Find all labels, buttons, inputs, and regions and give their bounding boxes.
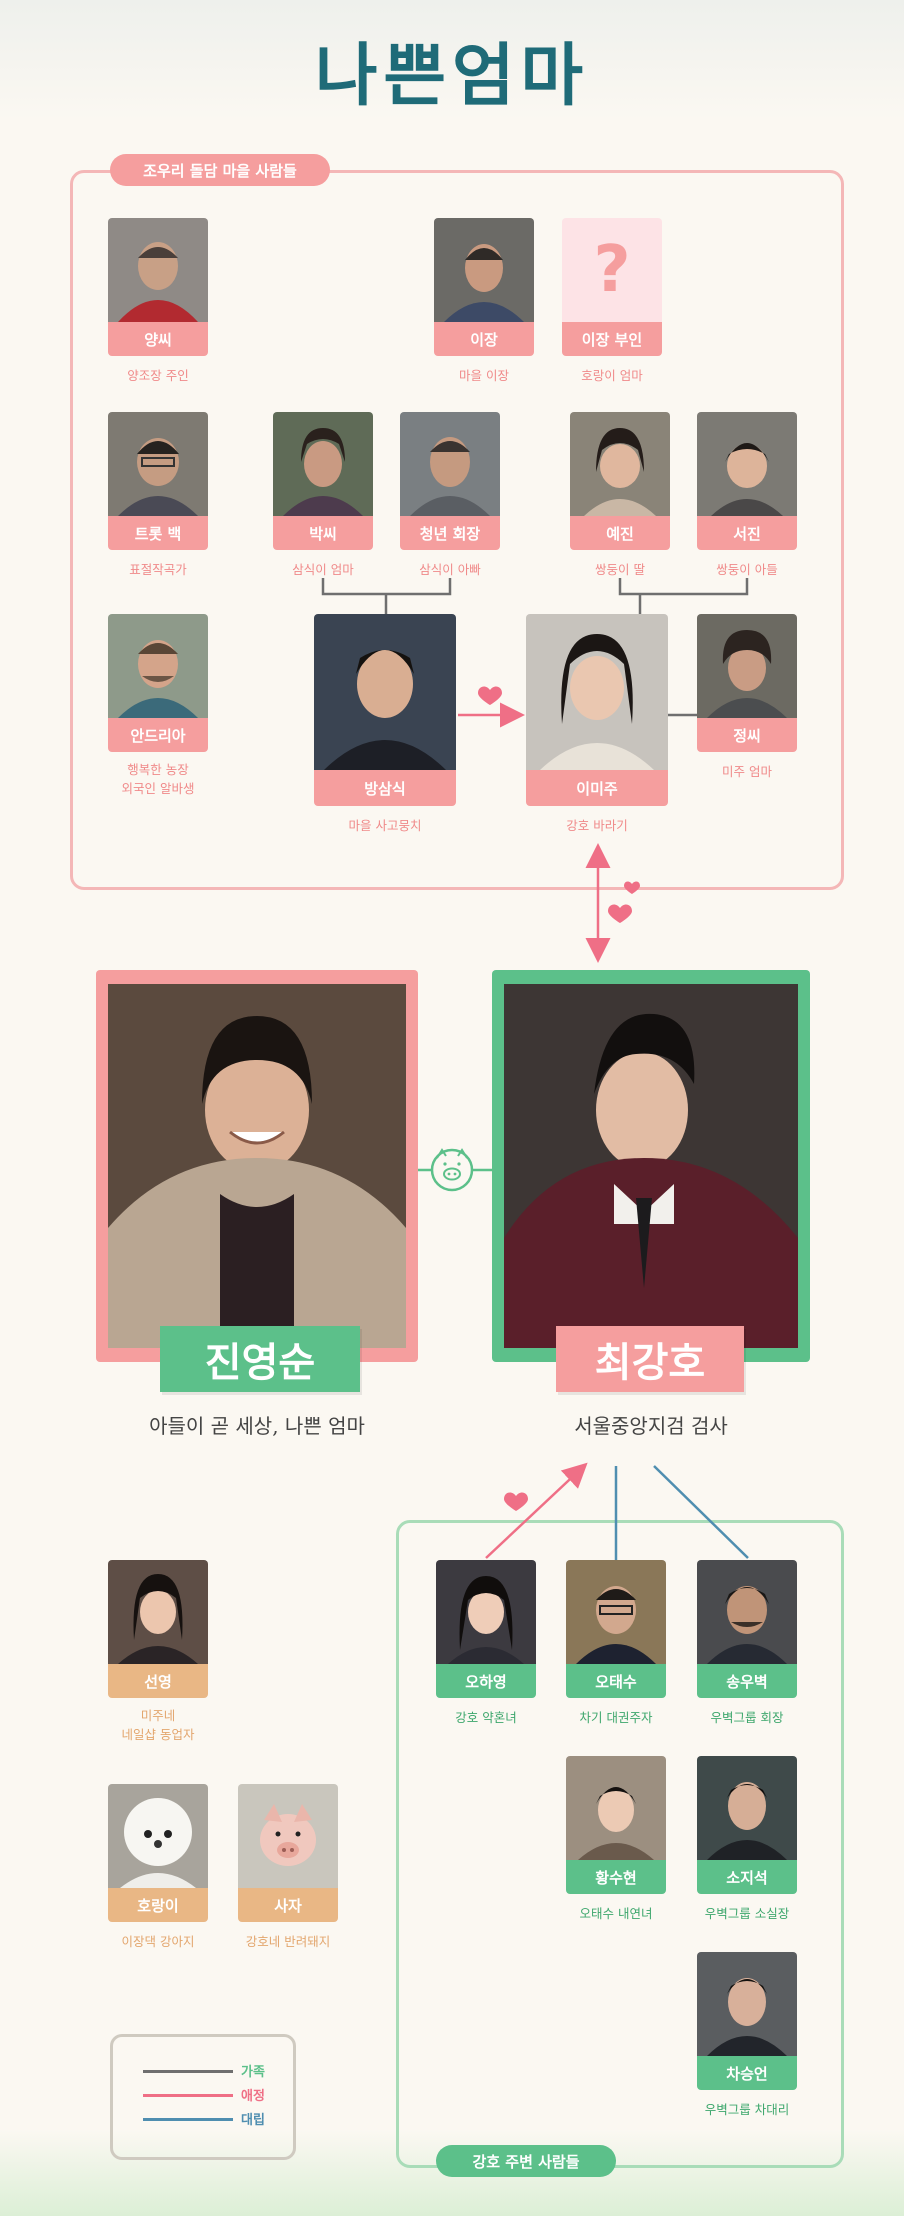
legend-family-line — [143, 2070, 233, 2073]
miju-desc: 강호 바라기 — [566, 818, 628, 833]
seojin-photo — [697, 412, 797, 516]
kangho-photo — [504, 984, 798, 1348]
ohhayoung-photo — [436, 1560, 536, 1664]
ijang-wife-name: 이장 부인 — [562, 322, 662, 356]
songwoobyeok-photo — [697, 1560, 797, 1664]
seonyoung-name: 선영 — [108, 1664, 208, 1698]
seojin-name: 서진 — [697, 516, 797, 550]
legend-conflict-line — [143, 2118, 233, 2121]
parkssi-desc: 삼식이 엄마 — [292, 562, 354, 577]
village-group-box — [70, 170, 844, 890]
legend-affection-label: 애정 — [241, 2089, 265, 2104]
horangi-photo — [108, 1784, 208, 1888]
yangssi-name: 양씨 — [108, 322, 208, 356]
andria-desc: 행복한 농장 외국인 알바생 — [121, 762, 195, 796]
ohtaesu-name: 오태수 — [566, 1664, 666, 1698]
trot-baek-desc: 표절작곡가 — [129, 562, 187, 577]
youngsoon-name: 진영순 — [160, 1326, 360, 1392]
ijang-wife-photo: ? — [562, 218, 662, 322]
saja-desc: 강호네 반려돼지 — [245, 1934, 331, 1949]
hwangsuhyun-name: 황수현 — [566, 1860, 666, 1894]
youth-chair-name: 청년 회장 — [400, 516, 500, 550]
yejin-name: 예진 — [570, 516, 670, 550]
legend-conflict: 대립 — [143, 2109, 273, 2129]
pig-icon — [430, 1148, 474, 1192]
trot-baek-name: 트롯 백 — [108, 516, 208, 550]
seonyoung-photo — [108, 1560, 208, 1664]
hwangsuhyun-desc: 오태수 내연녀 — [579, 1906, 653, 1921]
trot-baek-photo — [108, 412, 208, 516]
jeongssi-name: 정씨 — [697, 718, 797, 752]
kangho-desc: 서울중앙지검 검사 — [574, 1414, 728, 1438]
legend-affection-line — [143, 2094, 233, 2097]
ohhayoung-desc: 강호 약혼녀 — [455, 1710, 517, 1725]
village-group-label: 조우리 돌담 마을 사람들 — [110, 154, 330, 186]
seojin-desc: 쌍둥이 아들 — [716, 562, 778, 577]
saja-name: 사자 — [238, 1888, 338, 1922]
chaseungeon-photo — [697, 1952, 797, 2056]
yangssi-desc: 양조장 주인 — [127, 368, 189, 383]
yejin-photo — [570, 412, 670, 516]
yejin-desc: 쌍둥이 딸 — [595, 562, 645, 577]
songwoobyeok-name: 송우벽 — [697, 1664, 797, 1698]
youth-chair-desc: 삼식이 아빠 — [419, 562, 481, 577]
ohtaesu-desc: 차기 대권주자 — [579, 1710, 653, 1725]
saja-photo — [238, 1784, 338, 1888]
jeongssi-desc: 미주 엄마 — [722, 764, 772, 779]
parkssi-photo — [273, 412, 373, 516]
ijang-wife-desc: 호랑이 엄마 — [581, 368, 643, 383]
samsik-desc: 마을 사고뭉치 — [348, 818, 422, 833]
kangho-group-box — [396, 1520, 844, 2168]
youngsoon-photo — [108, 984, 406, 1348]
yangssi-photo — [108, 218, 208, 322]
andria-name: 안드리아 — [108, 718, 208, 752]
legend-affection: 애정 — [143, 2085, 273, 2105]
andria-photo — [108, 614, 208, 718]
parkssi-name: 박씨 — [273, 516, 373, 550]
kangho-group-label: 강호 주변 사람들 — [436, 2145, 616, 2177]
ijang-photo — [434, 218, 534, 322]
chaseungeon-desc: 우벽그룹 차대리 — [704, 2102, 790, 2117]
sojiseok-desc: 우벽그룹 소실장 — [704, 1906, 790, 1921]
youngsoon-desc: 아들이 곧 세상, 나쁜 엄마 — [149, 1414, 365, 1438]
hwangsuhyun-photo — [566, 1756, 666, 1860]
legend-family: 가족 — [143, 2061, 273, 2081]
legend-conflict-label: 대립 — [241, 2113, 265, 2128]
heart-icon-4 — [504, 1492, 528, 1511]
page-title: 나쁜엄마 — [314, 36, 590, 116]
ohhayoung-name: 오하영 — [436, 1664, 536, 1698]
ijang-desc: 마을 이장 — [459, 368, 509, 383]
ijang-name: 이장 — [434, 322, 534, 356]
sojiseok-photo — [697, 1756, 797, 1860]
samsik-name: 방삼식 — [314, 770, 456, 806]
sojiseok-name: 소지석 — [697, 1860, 797, 1894]
songwoobyeok-desc: 우벽그룹 회장 — [710, 1710, 784, 1725]
legend: 가족 애정 대립 — [110, 2034, 296, 2160]
youth-chair-photo — [400, 412, 500, 516]
chaseungeon-name: 차승언 — [697, 2056, 797, 2090]
horangi-desc: 이장댁 강아지 — [121, 1934, 195, 1949]
question-mark-icon: ? — [593, 233, 631, 307]
kangho-name: 최강호 — [556, 1326, 744, 1392]
top-background — [0, 0, 904, 120]
heart-icon-2 — [608, 904, 632, 923]
horangi-name: 호랑이 — [108, 1888, 208, 1922]
miju-name: 이미주 — [526, 770, 668, 806]
samsik-photo — [314, 614, 456, 770]
jeongssi-photo — [697, 614, 797, 718]
seonyoung-desc: 미주네 네일샵 동업자 — [121, 1708, 195, 1742]
ohtaesu-photo — [566, 1560, 666, 1664]
miju-photo — [526, 614, 668, 770]
legend-family-label: 가족 — [241, 2065, 265, 2080]
